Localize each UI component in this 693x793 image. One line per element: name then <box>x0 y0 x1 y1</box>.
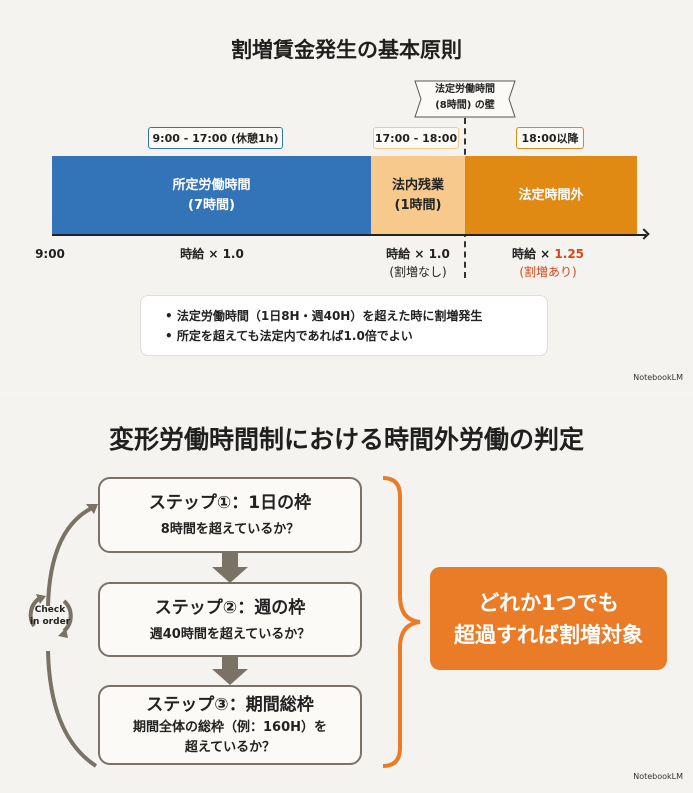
rate-value: 1.25 <box>554 247 585 261</box>
check-in-order-label: Check in order <box>18 604 82 628</box>
result-box: どれか1つでも 超過すれば割増対象 <box>430 567 667 670</box>
segment-statutory-overtime: 法定時間外 <box>465 156 637 235</box>
summary-bullet: • 所定を超えても法定内であれば1.0倍でよい <box>165 329 413 343</box>
rate-scheduled: 時給 × 1.0 <box>150 245 274 263</box>
summary-box: • 法定労働時間（1日8H・週40H）を超えた時に割増発生 • 所定を超えても法… <box>140 295 548 356</box>
slide-title: 割増賃金発生の基本原則 <box>231 38 462 62</box>
down-arrow-icon <box>212 553 248 583</box>
wall-label-banner <box>414 80 516 118</box>
question-line2: 超えているか？ <box>184 740 276 755</box>
tag-legal-overtime: 17:00 - 18:00 <box>373 127 459 149</box>
segment-label: 法内残業 <box>391 177 444 193</box>
tag-scheduled-time: 9:00 - 17:00 (休憩1h) <box>148 127 283 149</box>
step-heading: ステップ①：1日の枠 <box>148 493 312 513</box>
time-axis-line <box>52 234 646 236</box>
time-axis-arrow-icon <box>638 228 650 240</box>
result-line2: 超過すれば割増対象 <box>454 622 643 647</box>
segment-within-legal-overtime: 法内残業 (1時間) <box>371 156 465 235</box>
down-arrow-icon <box>212 657 248 685</box>
segment-label: 法定時間外 <box>518 187 584 203</box>
cycle-label-line2: in order <box>29 617 71 627</box>
rate-value: 1.0 <box>222 247 244 261</box>
bullet-text: 所定を超えても法定内であれば1.0倍でよい <box>176 329 413 343</box>
wall-label-line2: (8時間) の壁 <box>435 100 495 111</box>
rate-prefix: 時給 × <box>386 247 429 261</box>
rate-note: (割増なし) <box>389 265 447 279</box>
notebooklm-logo: NotebookLM <box>633 772 683 781</box>
segment-label: 所定労働時間 <box>172 177 251 193</box>
step-heading: ステップ③：期間総枠 <box>146 695 314 715</box>
curly-brace-icon <box>382 476 421 768</box>
slide-title: 変形労働時間制における時間外労働の判定 <box>108 425 584 454</box>
wall-label-line1: 法定労働時間 <box>435 84 495 95</box>
step-1-box: ステップ①：1日の枠 8時間を超えているか？ <box>98 477 362 553</box>
result-line1: どれか1つでも <box>478 590 619 615</box>
slide-variable-hours: 変形労働時間制における時間外労働の判定 Check in order ステップ①… <box>0 396 693 793</box>
bullet-text: 法定労働時間（1日8H・週40H）を超えた時に割増発生 <box>176 309 483 323</box>
start-time-label: 9:00 <box>35 247 65 261</box>
rate-statutory-overtime: 時給 × 1.25 (割増あり) <box>490 245 606 281</box>
cycle-label-line1: Check <box>34 605 66 615</box>
step-question: 8時間を超えているか？ <box>160 522 300 537</box>
rate-value: 1.0 <box>428 247 450 261</box>
step-question: 週40時間を超えているか？ <box>149 626 311 642</box>
rate-legal-overtime: 時給 × 1.0 (割増なし) <box>370 245 466 281</box>
tag-after-18: 18:00以降 <box>516 127 584 149</box>
summary-bullet: • 法定労働時間（1日8H・週40H）を超えた時に割増発生 <box>165 309 483 323</box>
question-line1: 期間全体の総枠（例：160H）を <box>132 720 328 735</box>
slide-overtime-principle: 割増賃金発生の基本原則 法定労働時間 (8時間) の壁 9:00 - 17:00… <box>0 0 693 392</box>
segment-hours: (7時間) <box>188 197 235 213</box>
rate-note: (割増あり) <box>519 265 577 279</box>
notebooklm-logo: NotebookLM <box>633 373 683 382</box>
rate-prefix: 時給 × <box>511 247 555 261</box>
step-heading: ステップ②：週の枠 <box>154 597 306 618</box>
wall-label: 法定労働時間 (8時間) の壁 <box>412 82 518 114</box>
cycle-arrows-icon <box>28 504 98 768</box>
segment-scheduled-hours: 所定労働時間 (7時間) <box>52 156 371 235</box>
segment-hours: (1時間) <box>394 197 442 213</box>
step-3-box: ステップ③：期間総枠 期間全体の総枠（例：160H）を超えているか？ <box>98 685 362 765</box>
rate-prefix: 時給 × <box>180 247 223 261</box>
step-question: 期間全体の総枠（例：160H）を超えているか？ <box>133 718 327 758</box>
step-2-box: ステップ②：週の枠 週40時間を超えているか？ <box>98 582 362 657</box>
